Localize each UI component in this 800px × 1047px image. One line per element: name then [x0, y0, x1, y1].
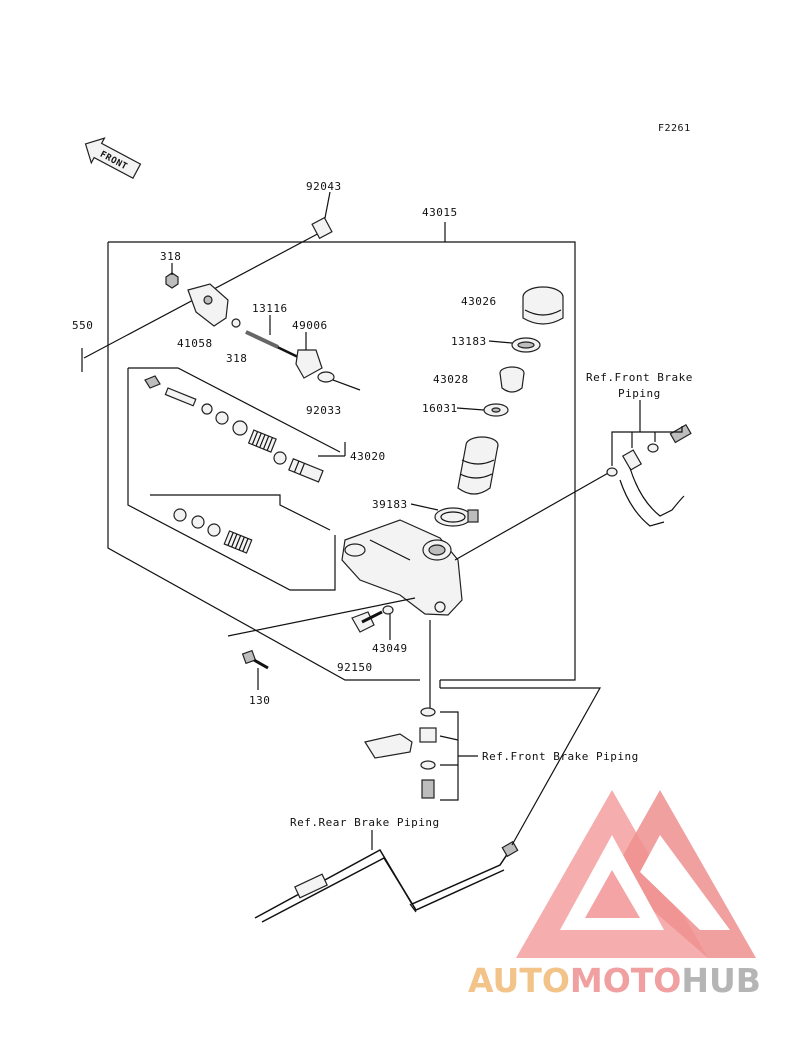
label-ref-front-top-line2: Piping [618, 387, 661, 400]
reservoir-cap-43026 [522, 286, 564, 325]
label-43020: 43020 [350, 450, 386, 463]
master-cylinder-body [341, 519, 463, 616]
label-318-mid: 318 [226, 352, 247, 365]
bolt-92150 [351, 610, 383, 633]
label-43026: 43026 [461, 295, 497, 308]
label-ref-front-top-line1: Ref.Front Brake [586, 371, 693, 384]
watermark-auto: AUTO [468, 961, 570, 1000]
label-16031: 16031 [422, 402, 458, 415]
nut-318-b [231, 318, 241, 328]
piston-kit-lower [173, 508, 253, 554]
label-130: 130 [249, 694, 270, 707]
label-49006: 49006 [292, 319, 328, 332]
label-ref-front-mid: Ref.Front Brake Piping [482, 750, 639, 763]
label-318-top: 318 [160, 250, 181, 263]
reservoir-body [457, 436, 499, 495]
label-41058: 41058 [177, 337, 213, 350]
pin-92043 [311, 216, 333, 240]
label-550: 550 [72, 319, 93, 332]
label-39183: 39183 [372, 498, 408, 511]
boot-49006 [295, 349, 323, 379]
ref-front-piping-top-parts [606, 423, 692, 527]
assembly-bracket-43020 [127, 367, 341, 591]
diaphragm-43028 [499, 366, 525, 393]
label-92150: 92150 [337, 661, 373, 674]
rear-brake-pipe [254, 840, 519, 923]
bolt-130 [241, 649, 269, 670]
ring-92033 [317, 371, 335, 383]
label-13183: 13183 [451, 335, 487, 348]
label-43028: 43028 [433, 373, 469, 386]
watermark-moto: MOTO [570, 961, 681, 1000]
watermark-text: AUTOMOTOHUB [468, 961, 761, 1000]
clamp-39183 [434, 507, 479, 527]
diaphragm-plate-13183 [511, 337, 541, 353]
piston-kit-upper [144, 375, 324, 483]
label-13116: 13116 [252, 302, 288, 315]
figure-code: F2261 [658, 123, 691, 134]
watermark-logo [516, 790, 756, 958]
push-rod-13116 [245, 330, 299, 359]
ref-front-piping-mid-parts [364, 707, 478, 801]
watermark-hub: HUB [681, 961, 761, 1000]
label-43049: 43049 [372, 642, 408, 655]
assembly-bracket-43015 [107, 222, 576, 681]
nut-318 [165, 272, 179, 289]
front-arrow-badge: FRONT [84, 137, 142, 180]
label-92033: 92033 [306, 404, 342, 417]
washer-43049 [382, 605, 394, 615]
float-16031 [483, 403, 509, 417]
label-ref-rear: Ref.Rear Brake Piping [290, 816, 440, 829]
clevis-41058 [187, 283, 229, 327]
label-43015: 43015 [422, 206, 458, 219]
label-92043: 92043 [306, 180, 342, 193]
